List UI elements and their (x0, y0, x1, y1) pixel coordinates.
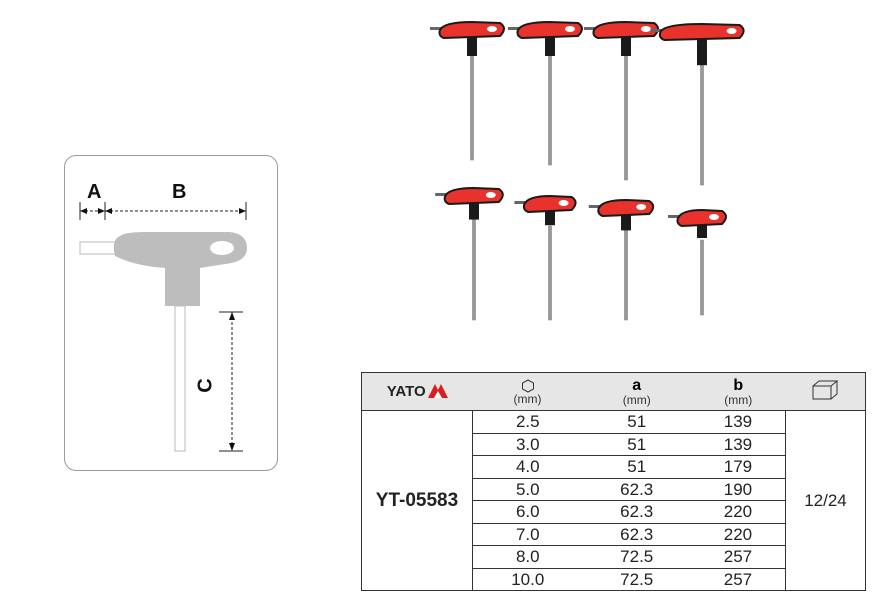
a-cell: 51 (582, 433, 691, 456)
a-label: a (632, 376, 642, 394)
box-icon (812, 380, 839, 399)
table-row: 10.0 72.5 257 (362, 568, 866, 591)
a-cell: 51 (582, 410, 691, 434)
table-header: YATO (mm) a(mm) b(mm) (361, 372, 866, 411)
t-wrench (514, 194, 577, 321)
hex-icon (521, 378, 534, 393)
a-cell: 62.3 (582, 478, 691, 501)
product-code: YT-05583 (361, 410, 473, 591)
b-cell: 220 (690, 500, 786, 524)
a-unit: (mm) (622, 392, 651, 407)
a-cell: 72.5 (620, 569, 654, 589)
dimension-label-a: A (87, 181, 102, 203)
packaging-cell: 12/24 (785, 410, 866, 591)
dimension-label-c: C (194, 378, 217, 393)
size-unit: (mm) (513, 391, 542, 406)
b-cell: 190 (690, 478, 786, 501)
t-wrench (588, 198, 655, 321)
t-wrench-outline-icon (79, 202, 247, 452)
t-wrench (650, 22, 745, 186)
size-cell: 6.0 (472, 500, 583, 524)
b-cell: 257 (690, 545, 786, 569)
size-cell: 10.0 (511, 569, 545, 589)
brand-text: YATO (386, 382, 426, 400)
b-cell: 139 (690, 433, 786, 456)
b-cell: 139 (690, 410, 786, 434)
b-header: b(mm) (691, 373, 786, 411)
a-header: a(mm) (583, 373, 691, 411)
size-cell: 7.0 (472, 523, 583, 546)
b-cell: 257 (723, 569, 753, 589)
size-cell: 5.0 (472, 478, 583, 501)
t-wrench (668, 208, 727, 316)
size-cell: 8.0 (472, 545, 583, 569)
t-wrench (508, 20, 583, 166)
size-cell: 3.0 (472, 433, 583, 456)
t-wrench (430, 20, 505, 161)
b-cell: 179 (690, 455, 786, 479)
a-cell: 51 (582, 455, 691, 479)
b-label: b (733, 376, 744, 394)
t-wrench (435, 186, 504, 321)
b-cell: 220 (690, 523, 786, 546)
a-cell: 72.5 (582, 545, 691, 569)
size-cell: 4.0 (472, 455, 583, 479)
yato-logo: YATO (387, 384, 448, 399)
packaging-header (786, 373, 866, 411)
t-wrench (584, 20, 659, 181)
yato-mark-icon (427, 384, 448, 398)
dimension-diagram: A B C (64, 155, 278, 471)
a-cell: 62.3 (582, 500, 691, 524)
b-unit: (mm) (724, 392, 753, 407)
brand-cell: YATO (362, 373, 473, 411)
size-cell: 2.5 (472, 410, 583, 434)
dimension-label-b: B (172, 181, 187, 203)
a-cell: 62.3 (582, 523, 691, 546)
product-photo (430, 20, 745, 321)
size-header: (mm) (473, 373, 583, 411)
